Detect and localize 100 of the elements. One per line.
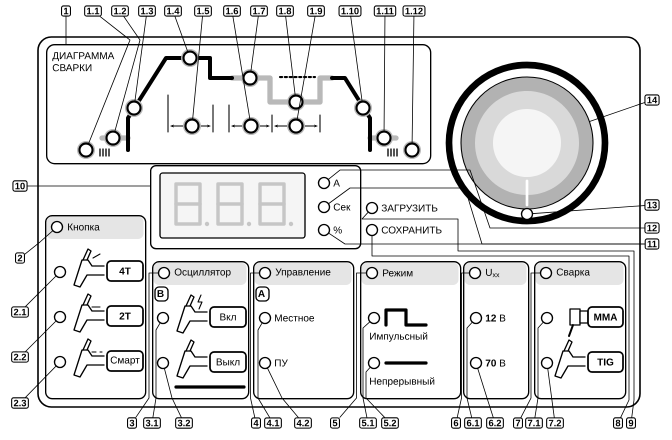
leader-line (339, 272, 366, 418)
callout-number: 1.6 (223, 5, 241, 17)
callout-number: 7 (513, 417, 523, 429)
leader-line (114, 16, 140, 132)
leader-line (328, 170, 645, 228)
indicator-led (125, 99, 143, 117)
callout-number: 1.5 (194, 5, 212, 17)
control-knob (446, 62, 608, 224)
callout-number: 4.1 (264, 417, 282, 429)
callout-number: 1.12 (402, 5, 426, 17)
leader-line (25, 366, 56, 398)
callout-number: 2 (15, 252, 25, 264)
indicator-led (77, 141, 95, 159)
callout-number: 1.3 (138, 5, 156, 17)
callout-number: 9 (626, 417, 636, 429)
led-label: ПУ (275, 360, 288, 366)
leader-line (477, 368, 494, 418)
leader-line (192, 16, 203, 119)
indicator-led (54, 310, 66, 324)
callout-number: 1 (61, 5, 71, 17)
leader-line (362, 322, 370, 418)
indicator-led (403, 141, 421, 159)
mode-button: 4T (106, 260, 144, 282)
leader-line (88, 16, 130, 144)
leader-line (152, 322, 160, 418)
callout-number: 3 (127, 417, 137, 429)
leader-line (350, 16, 362, 101)
leader-line (362, 212, 634, 418)
indicator-led (540, 356, 554, 370)
leader-line (25, 320, 56, 352)
indicator-led (156, 356, 170, 370)
callout-number: 3.1 (143, 417, 161, 429)
callout-number: 1.9 (307, 5, 325, 17)
callout-number: 1.4 (164, 5, 182, 17)
led-label: Местное (275, 314, 314, 322)
indicator-led (156, 312, 170, 324)
callout-number: 7.2 (546, 417, 564, 429)
led-label: Непрерывный (370, 377, 434, 387)
leader-line (258, 322, 270, 418)
leader-line (372, 236, 630, 418)
leader-line (24, 230, 53, 254)
indicator-led (181, 49, 199, 67)
callout-number: 4.2 (294, 417, 312, 429)
indicator-led (540, 312, 554, 324)
led-label: 70 В (486, 359, 506, 367)
indicator-led (468, 266, 482, 280)
callout-number: 6.2 (486, 417, 504, 429)
callout-number: 1.11 (374, 5, 396, 17)
callout-number: 2.1 (11, 306, 29, 318)
mode-button: Смарт (106, 350, 144, 372)
leader-line (547, 368, 555, 418)
mode-button: Вкл (209, 306, 247, 328)
callout-number: 8 (613, 417, 623, 429)
callout-number: 1.2 (111, 5, 129, 17)
mode-button: TIG (587, 351, 624, 373)
leader-line (412, 16, 414, 143)
callout-number: 13 (644, 199, 660, 211)
callout-number: 6 (451, 417, 461, 429)
callout-number: 2.3 (11, 397, 29, 409)
callout-number: 1.10 (338, 5, 362, 17)
leader-line (520, 272, 540, 418)
indicator-led (366, 266, 378, 280)
leader-line (285, 16, 296, 95)
callout-number: 11 (644, 238, 660, 250)
mode-button: Выкл (209, 351, 247, 373)
callout-number: 10 (12, 180, 28, 192)
leader-line (232, 16, 250, 119)
leader-line (466, 322, 472, 418)
led-label: Импульсный (370, 332, 428, 342)
indicator-led (54, 266, 66, 278)
leader-line (135, 272, 158, 418)
leader-line (328, 233, 646, 244)
callout-number: 12 (644, 222, 660, 234)
indicator-led (54, 356, 66, 368)
leader-line (134, 16, 147, 101)
callout-number: 2.2 (11, 351, 29, 363)
leader-line (25, 276, 56, 307)
callout-number: 4 (251, 417, 261, 429)
indicator-led (354, 99, 372, 117)
leader-line (366, 367, 385, 418)
indicator-led (540, 266, 552, 280)
leader-line (534, 322, 544, 418)
leader-line (296, 16, 316, 119)
callout-number: 5.2 (381, 417, 399, 429)
callout-number: 14 (644, 94, 660, 106)
leader-line (384, 16, 386, 131)
indicator-led (50, 220, 64, 234)
leader-line (174, 16, 188, 52)
leader-line (267, 368, 299, 418)
leader-line (590, 102, 645, 122)
leader-line (164, 368, 182, 418)
indicator-led (375, 129, 393, 147)
led-label: ЗАГРУЗИТЬ (382, 204, 438, 212)
callout-number: 6.1 (464, 417, 482, 429)
leader-line (250, 16, 259, 71)
indicator-led (183, 117, 201, 135)
indicator-led (242, 117, 260, 135)
indicator-led (258, 266, 272, 280)
diagram-panel: ДИАГРАММА СВАРКИ (46, 44, 432, 164)
led-label: A (333, 180, 340, 186)
